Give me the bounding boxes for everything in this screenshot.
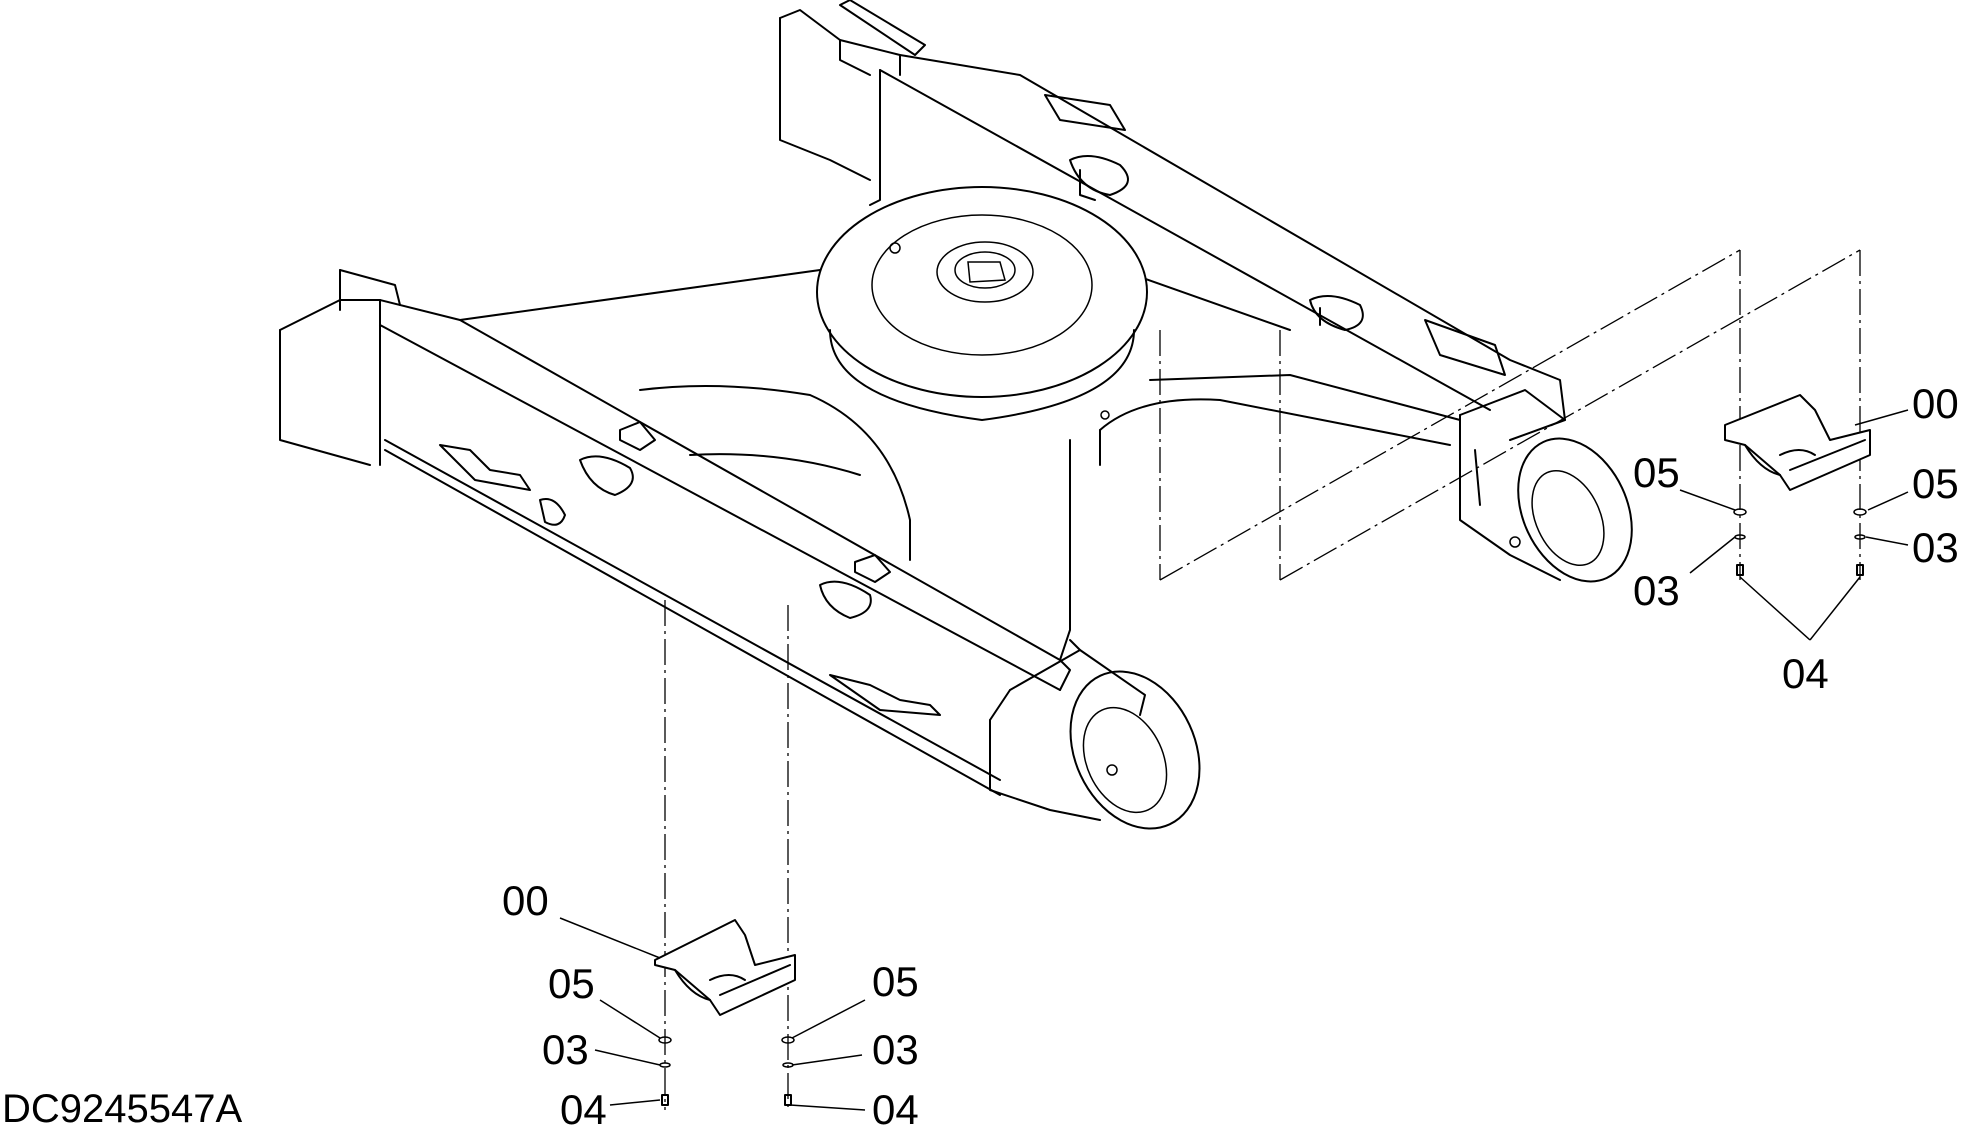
callout-right-03-left: 03	[1633, 567, 1680, 614]
callout-right-04: 04	[1782, 650, 1829, 697]
track-frame	[279, 0, 1861, 1110]
callout-left-cover: 00	[502, 877, 549, 924]
callout-right-05-left: 05	[1633, 449, 1680, 496]
right-fasteners	[1733, 508, 1867, 576]
drawing-code: DC9245547A	[2, 1087, 242, 1131]
callout-left-05-left: 05	[548, 960, 595, 1007]
callout-labels: 00 05 05 03 03 04 00 05 05 03 03 04 04	[502, 380, 1959, 1133]
callout-right-cover: 00	[1912, 380, 1959, 427]
leader-lines	[559, 409, 1909, 1111]
left-cover-part	[654, 919, 796, 1016]
callout-left-03-right: 03	[872, 1026, 919, 1073]
callout-left-04-right: 04	[872, 1086, 919, 1133]
callout-left-04-left: 04	[560, 1086, 607, 1133]
right-cover-part	[1724, 394, 1871, 491]
callout-right-03-right: 03	[1912, 524, 1959, 571]
callout-right-05-right: 05	[1912, 460, 1959, 507]
callout-left-05-right: 05	[872, 958, 919, 1005]
left-fasteners	[658, 1036, 795, 1106]
swing-bearing-outer	[816, 186, 1148, 398]
callout-left-03-left: 03	[542, 1026, 589, 1073]
